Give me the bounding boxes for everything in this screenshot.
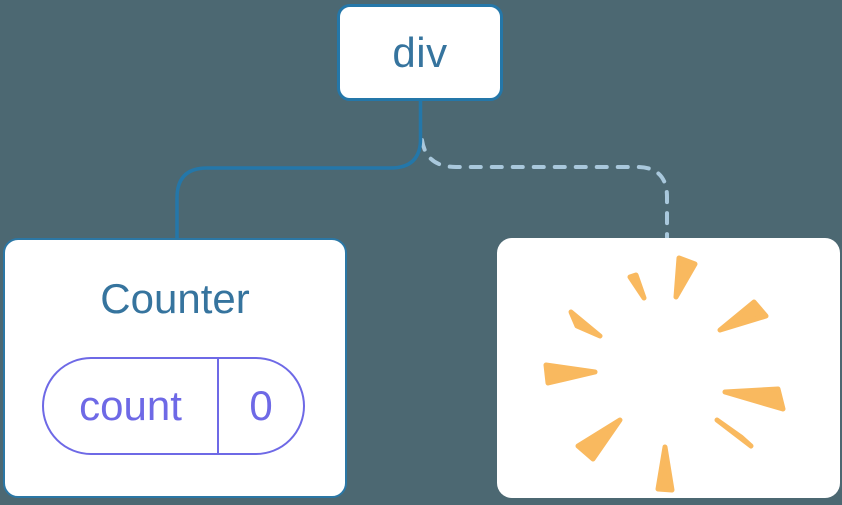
state-key-cell: count	[44, 359, 219, 453]
state-key-label: count	[79, 382, 182, 429]
counter-node-title: Counter	[100, 275, 250, 322]
connector-solid-counter	[175, 100, 423, 240]
state-value-cell: 0	[219, 359, 303, 453]
root-node-label: div	[392, 28, 448, 76]
root-node: div	[337, 4, 503, 101]
removed-component-node	[497, 238, 840, 498]
poof-burst-icon	[543, 255, 786, 493]
connector-dashed-removed-child	[420, 138, 669, 242]
state-pill: count 0	[42, 357, 305, 455]
counter-node: Counter count 0	[3, 238, 347, 498]
poof-rays	[543, 255, 786, 493]
state-value-label: 0	[249, 382, 273, 429]
